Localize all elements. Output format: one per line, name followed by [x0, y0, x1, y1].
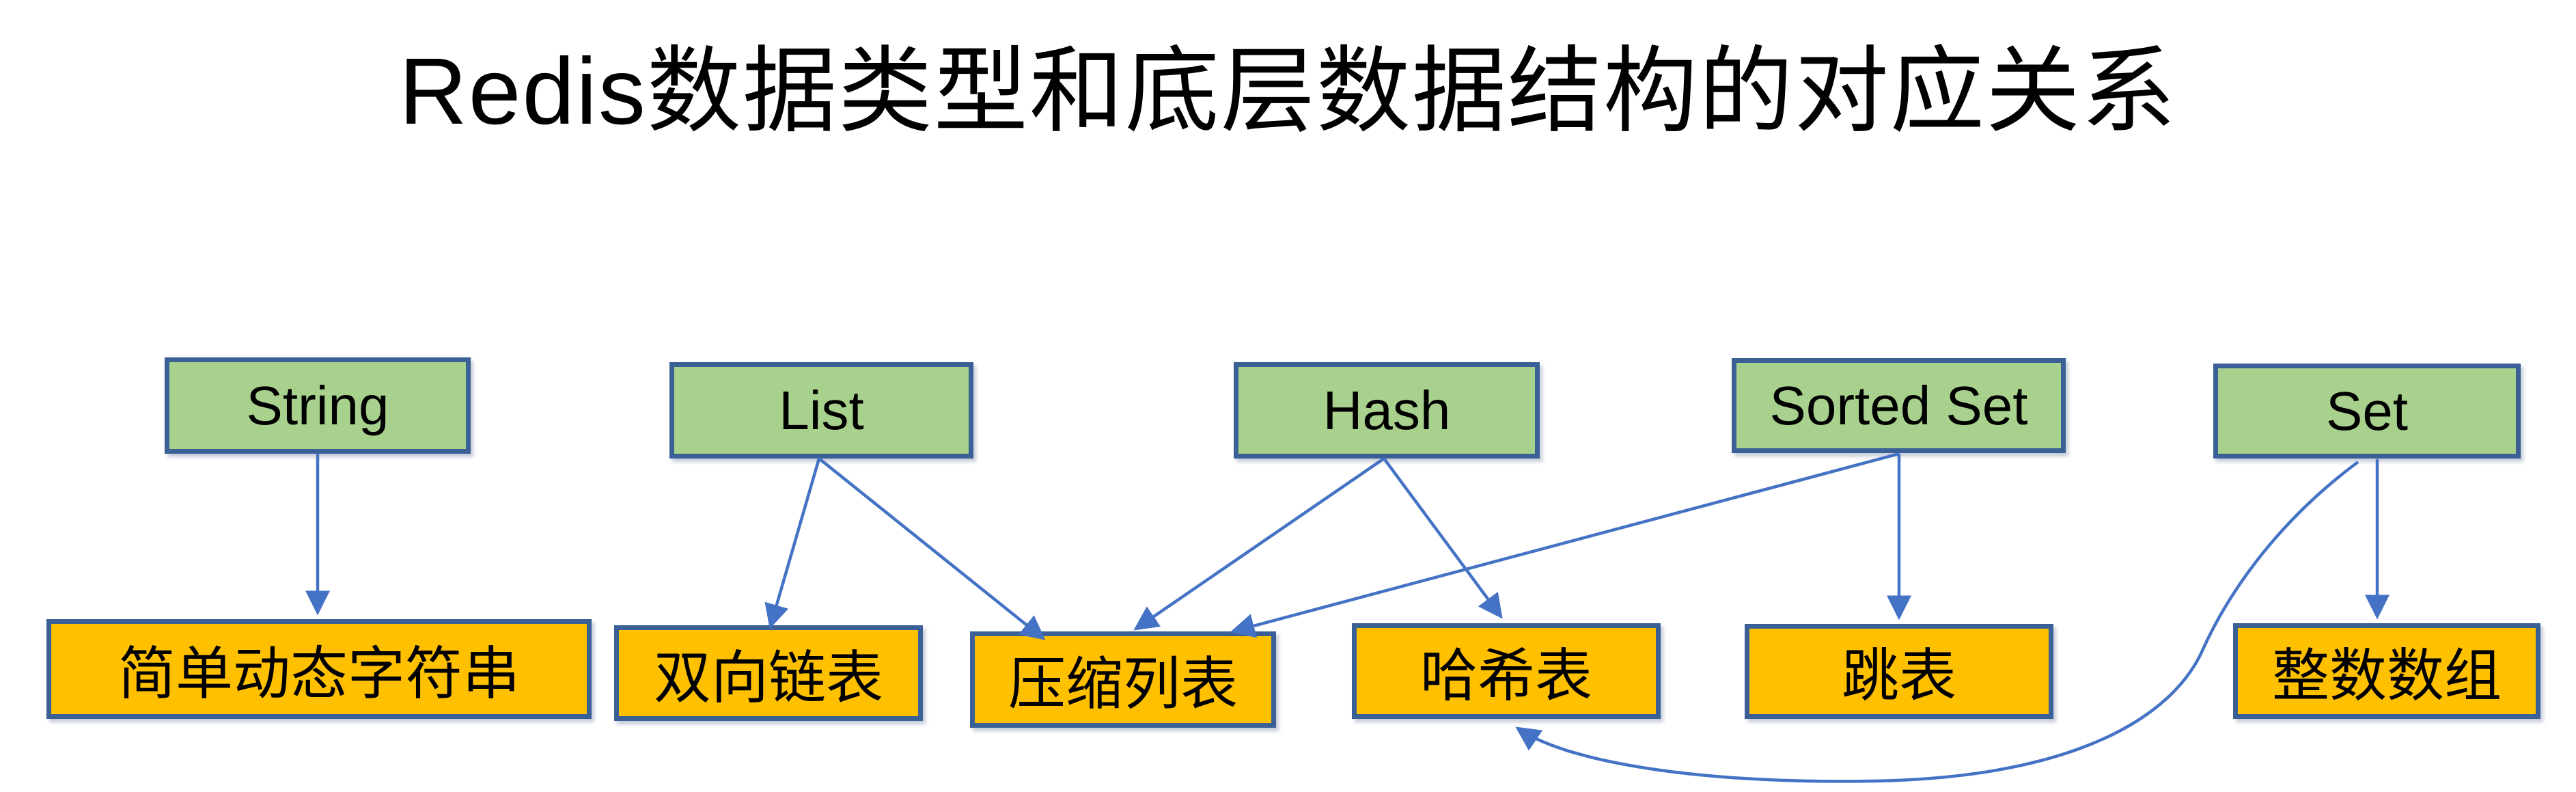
struct-node-sds-label: 简单动态字符串 — [117, 641, 520, 706]
edge-hash-to-ziplist — [1133, 457, 1385, 631]
type-node-list-label: List — [779, 379, 864, 441]
struct-node-hashtable-label: 哈希表 — [1419, 643, 1592, 708]
type-node-set-label: Set — [2325, 380, 2409, 441]
struct-node-skiplist-label: 跳表 — [1841, 644, 1956, 708]
type-node-sorted-set: Sorted Set — [1732, 358, 2066, 453]
edge-hash-to-hashtable — [1383, 457, 1503, 619]
struct-node-ziplist: 压缩列表 — [970, 631, 1276, 728]
edge-list-to-linkedlist — [764, 458, 821, 629]
type-node-sorted-set-label: Sorted Set — [1769, 374, 2028, 436]
type-node-list: List — [669, 362, 973, 459]
struct-node-linkedlist: 双向链表 — [614, 625, 923, 721]
type-node-hash-label: Hash — [1322, 379, 1451, 441]
edge-set-to-hashtable — [1515, 461, 2359, 783]
edge-sortedset-to-ziplist — [1230, 452, 1900, 638]
diagram-title: Redis数据类型和底层数据结构的对应关系 — [399, 38, 2177, 144]
struct-node-linkedlist-label: 双向链表 — [653, 645, 883, 710]
struct-node-sds: 简单动态字符串 — [46, 619, 592, 719]
edge-list-to-ziplist — [818, 457, 1046, 640]
struct-node-hashtable: 哈希表 — [1352, 623, 1661, 719]
type-node-string-label: String — [246, 374, 389, 436]
struct-node-intarray-label: 整数数组 — [2271, 643, 2502, 708]
type-node-set: Set — [2213, 364, 2521, 459]
struct-node-skiplist: 跳表 — [1745, 624, 2053, 719]
struct-node-ziplist-label: 压缩列表 — [1008, 652, 1238, 716]
type-node-string: String — [165, 357, 471, 454]
type-node-hash: Hash — [1234, 362, 1540, 459]
struct-node-intarray: 整数数组 — [2233, 623, 2540, 719]
